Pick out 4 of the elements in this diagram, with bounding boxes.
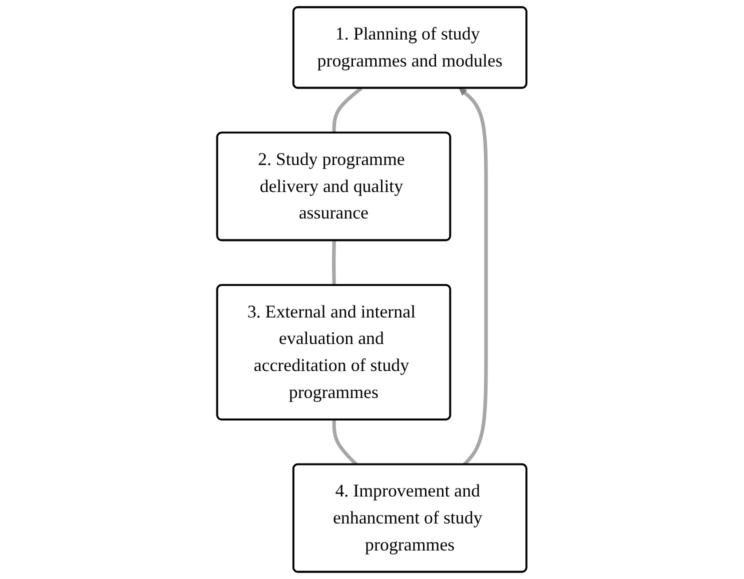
arrow <box>459 88 488 466</box>
connector <box>332 240 336 286</box>
connector <box>332 420 358 466</box>
connector <box>332 86 363 134</box>
